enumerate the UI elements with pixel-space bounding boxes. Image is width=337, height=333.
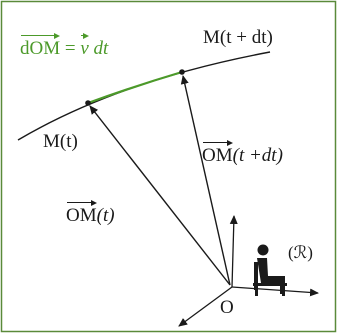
displacement-segment: [87, 70, 183, 105]
vector-om-t: [89, 105, 231, 286]
axis-x: [178, 286, 233, 327]
om-t-label: OM(t): [66, 199, 115, 225]
v-vector-label: v: [80, 32, 90, 58]
origin-label: O: [220, 297, 234, 318]
om-vector-label: OM: [66, 199, 97, 225]
vector-om-t-dt: [180, 75, 231, 286]
dom-vector-label: dOM: [20, 32, 61, 58]
m-t-dt-label: M(t + dt): [203, 27, 273, 48]
m-t-label: M(t): [43, 131, 78, 152]
point-m-t: [85, 100, 91, 106]
displacement-label: dOM = v dt: [20, 32, 108, 58]
trajectory-curve: [17, 51, 271, 141]
observer-figure-icon: [253, 244, 287, 296]
frame-label: (ℛ): [288, 243, 313, 262]
axis-y: [231, 286, 319, 297]
om-vector-label: OM: [202, 139, 233, 165]
om-t-dt-label: OM(t +dt): [202, 139, 283, 165]
point-m-t-dt: [179, 69, 185, 75]
axis-z: [229, 215, 238, 288]
